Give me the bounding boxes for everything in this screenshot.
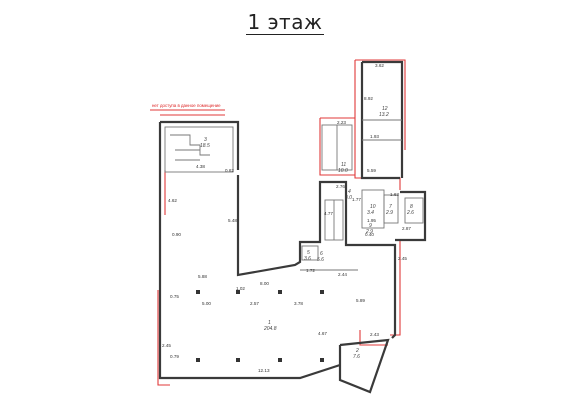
column-6: [320, 358, 324, 362]
dim-label: 4.62: [168, 198, 177, 203]
room-number-1: 1: [268, 320, 271, 326]
dim-label: 1.77: [352, 197, 361, 202]
dim-label: 2.57: [250, 301, 259, 306]
column-4: [236, 358, 240, 362]
column-7: [196, 290, 200, 294]
columns: [196, 290, 324, 362]
main-top-wall: [160, 120, 240, 170]
column-1: [236, 290, 240, 294]
room-number-8: 8: [410, 204, 413, 210]
room-area-3: 18.5: [200, 143, 210, 149]
annex-wall: [395, 190, 427, 242]
inner-notch-wall: [236, 175, 360, 277]
dim-label: 5.89: [356, 298, 365, 303]
room-area-6: 5.6: [317, 257, 324, 263]
dim-label: 4.38: [196, 164, 205, 169]
room-number-3: 3: [204, 137, 207, 143]
dim-label: 0.79: [170, 354, 179, 359]
room-box-wc2: [404, 197, 424, 224]
dim-label: 0.62: [225, 168, 234, 173]
corner-red: [359, 330, 388, 346]
dim-label: 0.90: [172, 232, 181, 237]
room-area-4: 8.0: [345, 195, 352, 201]
red-walls: [150, 59, 406, 386]
dim-label: 3.62: [375, 63, 384, 68]
tower-right-wall: [362, 60, 404, 178]
dim-label: 1.72: [306, 268, 315, 273]
no-access-annotation: нет доступа в данное помещение: [152, 103, 221, 108]
floor-title-text: 1 этаж: [245, 10, 325, 35]
room-area-5: 3.6: [304, 256, 311, 262]
dim-label: 2.45: [398, 256, 407, 261]
stair-left-red: [319, 118, 355, 176]
column-2: [278, 290, 282, 294]
dim-label: 5.48: [228, 218, 237, 223]
dim-label: 1.63: [390, 192, 399, 197]
room-number-9: 9: [369, 223, 372, 229]
dim-label: 2.44: [338, 272, 347, 277]
room-number-7: 7: [389, 204, 392, 210]
walls: [158, 60, 427, 394]
floor-title: 1 этаж: [0, 10, 570, 35]
room-number-5: 5: [307, 250, 310, 256]
room-area-9: 2.9: [365, 229, 373, 235]
room-area-12: 13.2: [379, 112, 389, 118]
dim-label: 12.13: [258, 368, 270, 373]
dim-label: 4.77: [324, 211, 333, 216]
dim-label: 2.76: [336, 184, 345, 189]
room-number-11: 11: [341, 162, 346, 168]
stair-room-left: [164, 126, 234, 173]
left-red-b: [157, 290, 170, 386]
right-wall: [360, 243, 397, 339]
dim-label: 3.78: [294, 301, 303, 306]
dim-label: 1.93: [370, 134, 379, 139]
dimension-labels: 4.38 0.62 4.62 5.48 5.88 5.00 2.57 3.78 …: [162, 63, 411, 373]
room-number-4: 4: [348, 189, 351, 195]
tower-top-red: [355, 59, 406, 150]
dim-label: 5.00: [202, 301, 211, 306]
dim-label: 1.95: [367, 218, 376, 223]
room-area-2: 7.6: [353, 354, 360, 360]
column-5: [278, 358, 282, 362]
room-number-2: 2: [355, 348, 359, 354]
dim-label: 8.00: [260, 281, 269, 286]
dim-label: 0.75: [170, 294, 179, 299]
room-number-10: 10: [370, 204, 376, 210]
room-number-12: 12: [382, 106, 388, 112]
room-area-1: 204.8: [263, 326, 277, 332]
room-box-small: [301, 245, 319, 261]
dim-label: 4.67: [318, 331, 327, 336]
dim-label: 2.23: [337, 120, 346, 125]
column-8: [196, 358, 200, 362]
room-area-7: 2.9: [385, 210, 393, 216]
room-labels: 1 204.8 2 7.6 3 18.5 4 8.0 5 3.6 6 5.6 7…: [200, 106, 414, 360]
dim-label: 2.87: [402, 226, 411, 231]
stair-steps-left: [170, 134, 210, 156]
right-lower-red: [390, 240, 401, 336]
column-3: [320, 290, 324, 294]
partitions: [164, 119, 424, 271]
room-area-10: 3.4: [367, 210, 374, 216]
room-box-wc1: [383, 194, 399, 224]
room-number-6: 6: [320, 251, 323, 257]
dim-label: 1.02: [236, 286, 245, 291]
room-area-8: 2.6: [406, 210, 414, 216]
dim-label: 2.45: [162, 343, 171, 348]
dim-label: 5.59: [367, 168, 376, 173]
tower-inner-wall: [360, 62, 400, 180]
main-left-bottom-wall: [158, 122, 341, 380]
dim-label: 8.92: [364, 96, 373, 101]
room-area-11: 10.0: [338, 168, 348, 174]
dim-label: 0.40: [365, 232, 374, 237]
dim-label: 5.88: [198, 274, 207, 279]
corner-block-wall: [338, 338, 390, 394]
dim-label: 2.43: [370, 332, 379, 337]
